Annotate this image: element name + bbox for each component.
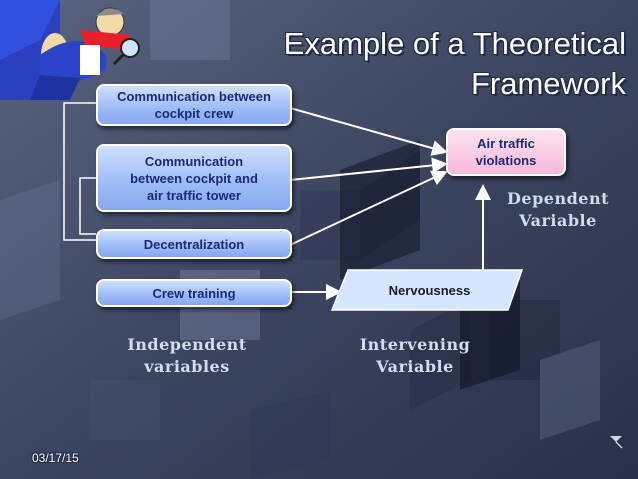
label-independent-line1: Independent [127, 335, 247, 354]
label-independent-line2: variables [144, 357, 230, 376]
box-decentralization: Decentralization [96, 229, 292, 259]
box-communication-tower-line2: between cockpit and [130, 170, 258, 186]
slide-nav-arrow-icon[interactable] [608, 434, 624, 450]
label-independent-variables: Independent variables [112, 334, 262, 378]
box-air-traffic-violations: Air traffic violations [446, 128, 566, 176]
label-dependent-variable: Dependent Variable [488, 188, 628, 232]
label-dependent-line1: Dependent [507, 189, 609, 208]
box-air-traffic-line1: Air traffic [477, 136, 535, 151]
slide-date: 03/17/15 [32, 451, 79, 465]
box-communication-tower: Communication between cockpit and air tr… [96, 144, 292, 212]
box-decentralization-label: Decentralization [143, 236, 245, 252]
box-communication-crew: Communication between cockpit crew [96, 84, 292, 126]
box-crew-training: Crew training [96, 279, 292, 307]
box-communication-crew-label: Communication between cockpit crew [117, 89, 271, 121]
label-intervening-line1: Intervening [359, 335, 471, 354]
label-intervening-variable: Intervening Variable [340, 334, 490, 378]
slide-title-line2: Framework [470, 66, 626, 101]
label-dependent-line2: Variable [519, 211, 597, 230]
slide-title-line1: Example of a Theoretical [283, 26, 626, 61]
box-crew-training-label: Crew training [152, 285, 236, 301]
box-communication-tower-line3: air traffic tower [147, 187, 241, 203]
label-intervening-line2: Variable [376, 357, 454, 376]
box-nervousness-label: Nervousness [388, 282, 471, 298]
detective-clipart [0, 0, 140, 100]
box-communication-tower-line1: Communication [144, 153, 244, 169]
box-nervousness: Nervousness [332, 270, 527, 310]
box-air-traffic-line2: violations [475, 153, 537, 168]
